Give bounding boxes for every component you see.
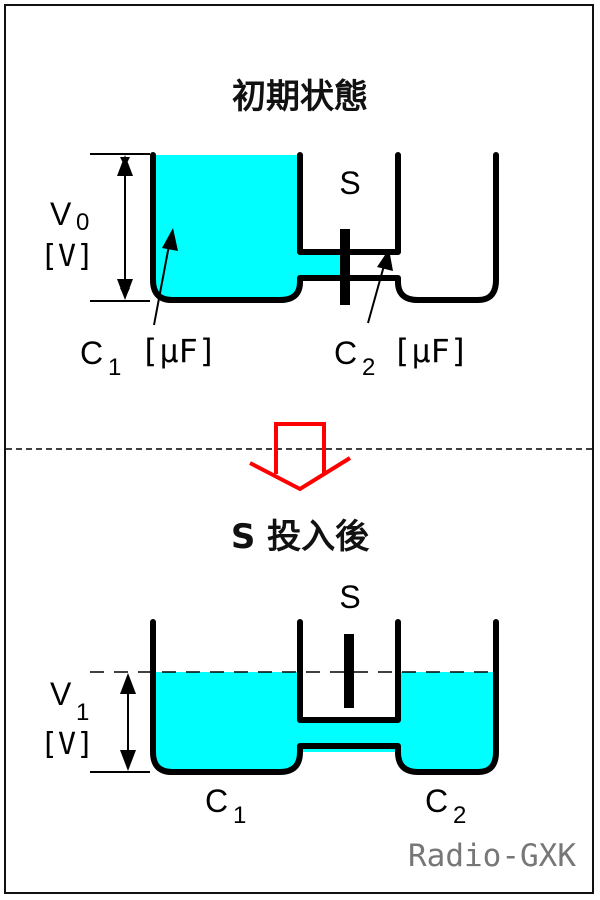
after-state-title: S 投入後 (231, 517, 370, 557)
switch-closed (344, 634, 354, 708)
c2-pointer-arrow (367, 249, 393, 324)
initial-tanks (150, 152, 499, 305)
after-c2-label: C (425, 783, 448, 819)
v1-subscript: 1 (76, 699, 89, 726)
c1-label: C (80, 335, 103, 371)
watermark: Radio-GXK (408, 838, 576, 874)
c2-label: C (334, 335, 357, 371)
c2-tank-wall (342, 152, 499, 303)
after-switch-label: S (339, 579, 360, 615)
after-c1-tank-wall (150, 619, 499, 775)
v0-unit: [V] (40, 239, 94, 274)
diagram-frame (4, 4, 594, 894)
switch-chamber-wall (297, 619, 401, 723)
v0-label: V (50, 196, 72, 232)
v1-unit: [V] (40, 727, 94, 762)
c2-unit: [μF] (392, 332, 469, 370)
initial-switch-label: S (339, 165, 360, 201)
after-tanks (150, 619, 499, 775)
after-c1-label: C (205, 783, 228, 819)
c1-unit: [μF] (140, 332, 217, 370)
v1-label: V (50, 676, 72, 712)
switch-open (340, 229, 350, 305)
c1-pointer-arrow (153, 228, 178, 326)
c2-subscript: 2 (362, 354, 375, 381)
v0-subscript: 0 (76, 209, 89, 236)
c1-subscript: 1 (108, 354, 121, 381)
down-arrow-icon (249, 422, 352, 492)
c1-tank-wall (150, 152, 348, 303)
v0-dimension (90, 153, 150, 302)
v1-dimension (90, 673, 150, 773)
after-c2-subscript: 2 (453, 802, 466, 829)
after-c1-subscript: 1 (233, 802, 246, 829)
initial-state-title: 初期状態 (232, 77, 368, 117)
